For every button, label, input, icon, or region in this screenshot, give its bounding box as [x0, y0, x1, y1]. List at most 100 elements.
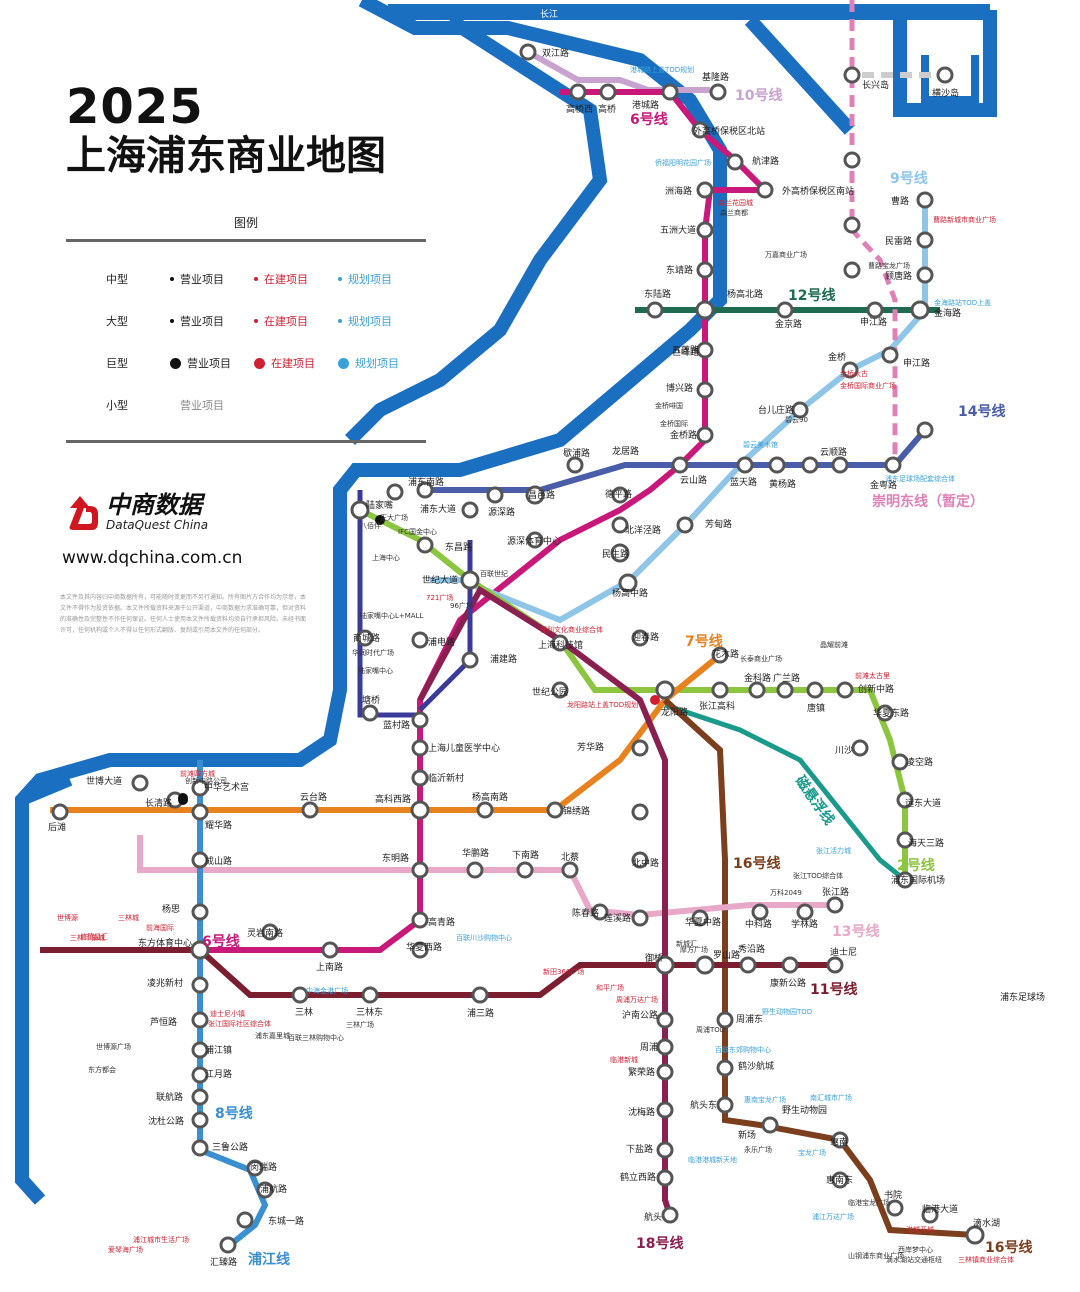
station-label: 高科西路: [375, 793, 411, 805]
station-label: 龙居路: [612, 445, 639, 457]
station-label: 台儿庄路: [758, 404, 794, 416]
line-label: 浦江线: [248, 1251, 290, 1268]
station-label: 临沂新村: [428, 772, 464, 784]
station-label: 龙阳路: [661, 706, 688, 718]
legend-item-label: 营业项目: [180, 399, 224, 412]
legend: 图例 中型营业项目在建项目规划项目大型营业项目在建项目规划项目巨型营业项目在建项…: [66, 214, 426, 459]
station-label: 博兴路: [666, 382, 693, 394]
legend-dot-icon: [254, 357, 265, 369]
line-label: 13号线: [832, 923, 879, 940]
legend-divider-top: [66, 239, 426, 242]
station-label: 杨高南路: [472, 791, 508, 803]
station-label: 德平路: [605, 488, 632, 500]
station-label: 云山路: [680, 474, 707, 486]
project-label: 野生动物园TOD: [762, 1007, 812, 1016]
project-label: 曹路新城市商业广场: [933, 215, 996, 224]
project-label: 721广场: [426, 593, 453, 602]
title-year: 2025: [66, 79, 204, 135]
station-label: 世纪公园: [532, 686, 568, 698]
legend-item-label: 在建项目: [271, 357, 315, 370]
station-label: 浦电路: [428, 636, 455, 648]
project-label: 前滩四方城: [180, 769, 215, 778]
station-label: 川沙: [835, 745, 853, 756]
station-label: 曹路: [891, 195, 909, 207]
logo-en: DataQuest China: [106, 518, 209, 532]
coastline-river: [15, 0, 727, 1205]
project-label: 张江活力城: [816, 846, 851, 855]
station-label: 航津路: [752, 155, 779, 167]
station-label: 闵瑞路: [250, 1161, 277, 1173]
project-label: 张江国际社区综合体: [208, 1019, 271, 1028]
station-label: 洲海路: [665, 185, 692, 197]
station-label: 鹤沙航城: [738, 1060, 774, 1072]
station-label: 沈杜公路: [148, 1115, 184, 1127]
station-label: 莲溪路: [604, 912, 631, 924]
station-label: 周浦东: [736, 1013, 763, 1025]
line-pujiang: [198, 1147, 269, 1248]
line-label: 8号线: [215, 1105, 253, 1122]
station-label: 双江路: [542, 47, 569, 59]
station-label: 五莲路: [672, 344, 699, 356]
station-label: 凌空路: [906, 756, 933, 768]
legend-rows: 中型营业项目在建项目规划项目大型营业项目在建项目规划项目巨型营业项目在建项目规划…: [66, 258, 426, 426]
station-label: 耀华路: [205, 819, 232, 831]
station-label: 歇浦路: [563, 447, 590, 459]
legend-item: 营业项目: [170, 271, 254, 287]
project-label: 金桥国际: [660, 419, 688, 428]
station-label: 中科路: [745, 918, 772, 930]
website-link[interactable]: www.dqchina.com.cn: [62, 548, 243, 568]
station-label: 三鲁公路: [212, 1141, 248, 1153]
station-label: 三林东: [356, 1006, 383, 1018]
station-label: 顾唐路: [885, 270, 912, 282]
station-label: 上海科技馆: [538, 639, 583, 651]
legend-item: 规划项目: [338, 271, 422, 287]
project-label: 中海金港广场: [306, 986, 348, 995]
project-label: 东方都会: [88, 1065, 116, 1074]
station-label: 金桥路: [670, 429, 697, 441]
line-label: 12号线: [788, 287, 835, 304]
map-title: 2025 上海浦东商业地图: [66, 82, 386, 180]
legend-item-label: 营业项目: [187, 357, 231, 370]
station-label: 浦东国际机场: [891, 874, 945, 886]
station-label: 外高桥保税区南站: [782, 185, 854, 197]
project-label: 新城汇: [676, 939, 697, 948]
project-label: 晶耀前滩: [820, 640, 848, 649]
station-label: 申江路: [860, 316, 887, 328]
legend-item: 在建项目: [254, 271, 338, 287]
station-label: 北中路: [632, 857, 659, 869]
station-label: 三林: [295, 1006, 313, 1018]
legend-item: 在建项目: [254, 355, 338, 371]
legend-item: 规划项目: [338, 355, 422, 371]
station-label: 东方体育中心: [138, 937, 192, 949]
project-label: 三林广场: [346, 1020, 374, 1029]
station-label: 芳甸路: [705, 518, 732, 530]
station-label: 秀沿路: [738, 943, 765, 955]
station-label: 滴水湖: [973, 1217, 1000, 1229]
legend-item-label: 规划项目: [355, 357, 399, 370]
line-label: 2号线: [897, 857, 935, 874]
project-label: 正大广场: [380, 513, 408, 522]
station-label: 锦绣路: [563, 805, 590, 817]
station-label: 高桥: [598, 103, 616, 115]
project-label: 迪士尼小镇: [210, 1009, 245, 1018]
legend-dot-icon: [338, 357, 349, 369]
coast-west-2: [16, 774, 73, 1205]
legend-dot-icon: [254, 319, 258, 323]
line-label: 10号线: [735, 87, 782, 104]
station-label: 源深体育中心: [507, 535, 561, 547]
project-label: 百联川沙购物中心: [456, 933, 512, 942]
station-label: 上海儿童医学中心: [428, 742, 500, 754]
station-label: 高桥西: [566, 103, 593, 115]
legend-title: 图例: [233, 216, 258, 230]
station-label: 东明路: [382, 852, 409, 864]
project-label: 龙阳路站上盖TOD规划: [567, 700, 638, 709]
line-18: [417, 585, 673, 1216]
station-label: 张江高科: [699, 700, 735, 712]
project-label: 三林印象城: [70, 933, 105, 942]
project-label: 百联世纪: [480, 569, 508, 578]
station-label: 源深路: [488, 506, 515, 518]
project-label: 山钢浦东商业广场: [848, 1251, 904, 1260]
project-label: 碧云美术馆: [743, 440, 778, 449]
station-label: 杨思: [162, 903, 180, 915]
station-label: 上南路: [316, 961, 343, 973]
